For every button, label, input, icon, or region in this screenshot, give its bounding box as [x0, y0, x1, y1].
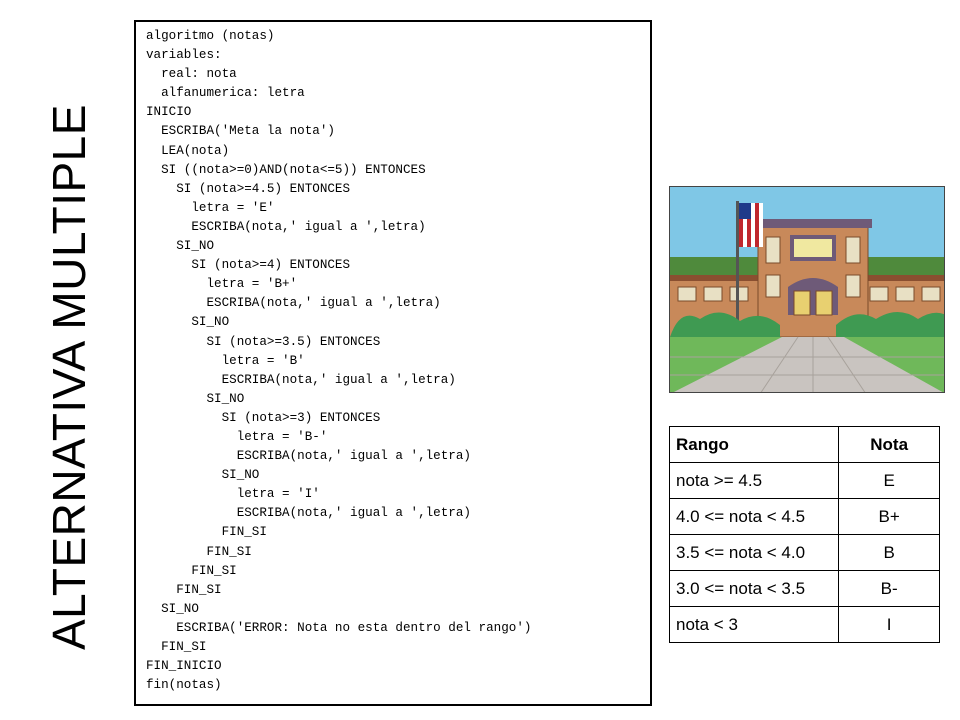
- flag-pole: [736, 201, 739, 351]
- grade-cell: B: [838, 534, 940, 571]
- range-cell: 3.0 <= nota < 3.5: [668, 570, 840, 607]
- school-building-illustration: [669, 186, 945, 393]
- pseudocode-text: algoritmo (notas) variables: real: nota …: [146, 29, 532, 693]
- table-row: nota >= 4.5 E: [668, 462, 940, 499]
- front-door-left: [793, 290, 811, 316]
- header-nota: Nota: [838, 426, 940, 463]
- range-cell: nota < 3: [668, 606, 840, 643]
- range-cell: 3.5 <= nota < 4.0: [668, 534, 840, 571]
- table-row: 3.0 <= nota < 3.5 B-: [668, 570, 940, 607]
- grade-cell: B+: [838, 498, 940, 535]
- table-row: 4.0 <= nota < 4.5 B+: [668, 498, 940, 535]
- range-cell: nota >= 4.5: [668, 462, 840, 499]
- flag: [739, 203, 763, 247]
- grade-cell: B-: [838, 570, 940, 607]
- grade-cell: I: [838, 606, 940, 643]
- slide-title: ALTERNATIVA MULTIPLE: [43, 104, 95, 650]
- code-listing: algoritmo (notas) variables: real: nota …: [134, 20, 652, 706]
- walkway: [673, 337, 943, 392]
- table-row: 3.5 <= nota < 4.0 B: [668, 534, 940, 571]
- front-door-right: [815, 290, 833, 316]
- roof: [754, 219, 872, 228]
- school-sign: [794, 239, 832, 257]
- table-row: nota < 3 I: [668, 606, 940, 643]
- header-rango: Rango: [668, 426, 840, 463]
- range-cell: 4.0 <= nota < 4.5: [668, 498, 840, 535]
- table-header-row: Rango Nota: [668, 426, 940, 463]
- grade-ranges-table: Rango Nota nota >= 4.5 E 4.0 <= nota < 4…: [668, 426, 940, 643]
- grade-cell: E: [838, 462, 940, 499]
